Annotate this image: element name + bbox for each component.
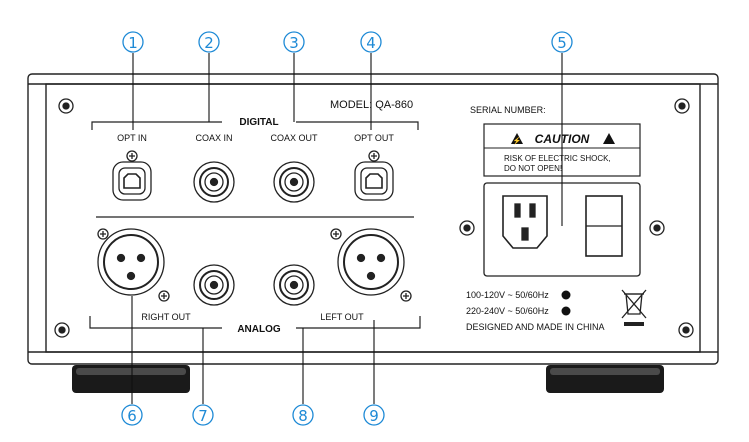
digital-section-label: DIGITAL [239,117,278,128]
svg-text:7: 7 [198,407,208,425]
voltage-indicator-1 [561,290,571,300]
svg-text:4: 4 [366,34,376,52]
chassis [27,73,719,365]
callout-7: 7 [192,404,214,426]
left-out-xlr-port [330,228,412,302]
coax-in-label: COAX IN [195,133,232,143]
callout-leaders [131,53,563,404]
opt-in-label: OPT IN [117,133,147,143]
right-out-rca-port [193,264,235,306]
svg-text:5: 5 [557,34,567,52]
model-label: MODEL: QA-860 [330,99,413,111]
power-inlet-icon [502,195,548,249]
analog-section-frame [89,316,421,329]
coax-out-rca-port [273,161,315,203]
panel-screws [54,98,694,338]
svg-text:3: 3 [289,34,299,52]
callout-8: 8 [292,404,314,426]
opt-in-toslink-port [112,150,152,201]
chassis-feet [72,365,664,393]
warning-triangle-icon [603,133,615,144]
left-out-rca-port [273,264,315,306]
svg-text:8: 8 [298,407,308,425]
caution-line-2: DO NOT OPEN! [504,164,562,173]
coax-in-rca-port [193,161,235,203]
svg-text:⚡: ⚡ [513,136,522,145]
svg-text:1: 1 [128,34,138,52]
serial-number-label: SERIAL NUMBER: [470,105,546,115]
opt-out-label: OPT OUT [354,133,394,143]
svg-text:9: 9 [369,407,379,425]
callout-9: 9 [363,404,385,426]
callout-2: 2 [198,31,220,53]
callout-4: 4 [360,31,382,53]
coax-out-label: COAX OUT [270,133,318,143]
opt-out-toslink-port [354,150,394,201]
right-out-label: RIGHT OUT [141,312,191,322]
callout-3: 3 [283,31,305,53]
voltage-option-1: 100-120V ~ 50/60Hz [466,290,549,300]
callout-5: 5 [551,31,573,53]
caution-line-1: RISK OF ELECTRIC SHOCK, [504,154,611,163]
right-out-xlr-port [97,228,170,302]
origin-label: DESIGNED AND MADE IN CHINA [466,322,605,332]
callout-1: 1 [122,31,144,53]
digital-section-frame [91,121,419,130]
left-out-label: LEFT OUT [320,312,364,322]
voltage-indicator-2 [561,306,571,316]
svg-text:2: 2 [204,34,214,52]
svg-text:6: 6 [127,407,137,425]
voltage-option-2: 220-240V ~ 50/60Hz [466,306,549,316]
analog-section-label: ANALOG [237,324,281,335]
weee-bin-icon [621,289,647,326]
callout-6: 6 [121,404,143,426]
